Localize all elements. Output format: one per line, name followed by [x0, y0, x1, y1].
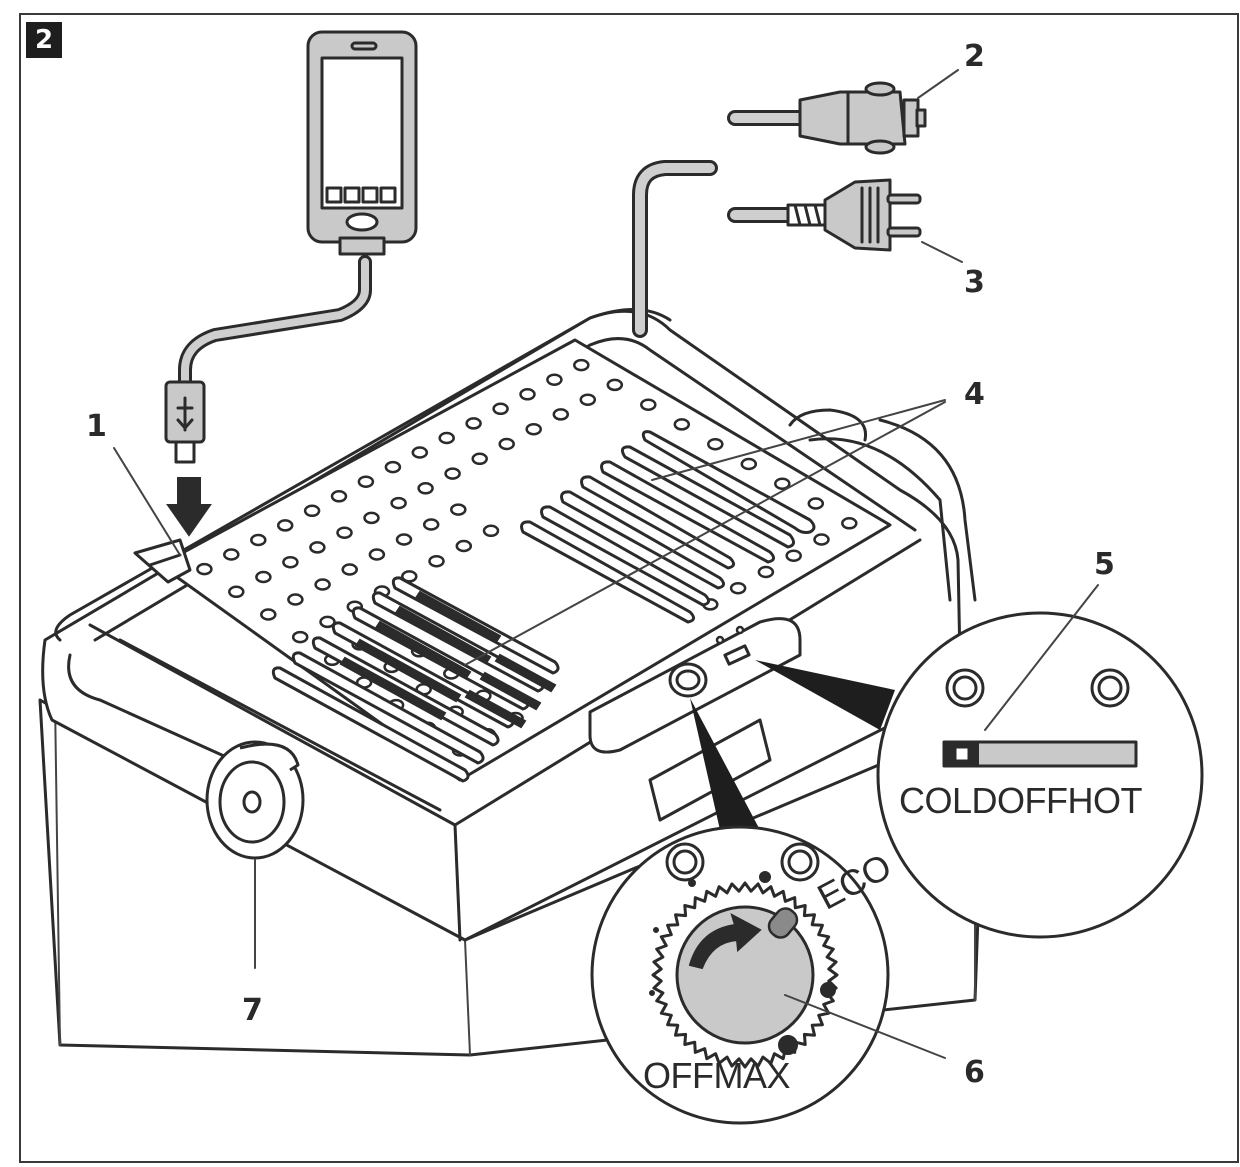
switch-zoom-circle [876, 611, 1204, 939]
lid-vent-hole [276, 519, 294, 532]
lid-vent-hole [492, 402, 509, 416]
lid-vent-hole [546, 373, 563, 386]
lid-vent-hole [455, 539, 473, 553]
dial-zoom-circle [590, 825, 890, 1125]
switch-label-cold: COLD [899, 780, 998, 821]
lid-vent-hole [740, 457, 758, 471]
dc-plug [727, 81, 927, 155]
carry-handle [54, 308, 977, 772]
lid-vent-hole [303, 504, 321, 518]
dial-label-max: MAX [713, 1055, 790, 1096]
lid-vent-hole [255, 570, 272, 584]
figure-number-badge: 2 [26, 22, 62, 58]
lid-vent-hole [260, 608, 277, 621]
lid-vent-hole [444, 467, 461, 480]
lid-vent-hole [291, 630, 309, 644]
usb-socket [133, 538, 192, 584]
smartphone [306, 30, 418, 256]
lid-vent-hole [807, 497, 825, 510]
lid-vent-hole [417, 482, 434, 495]
lid-vent-hole [228, 585, 245, 599]
dial-label-row: OFFMAX [643, 1058, 790, 1094]
lid-vent-hole [341, 563, 358, 576]
lid-vent-hole [223, 548, 240, 561]
lid-vent-hole [336, 526, 353, 539]
ac-plug [727, 178, 922, 252]
switch-label-row: COLDOFFHOT [899, 780, 1143, 821]
lid-vent-hole [309, 541, 326, 554]
lid-vent-hole [319, 615, 336, 629]
power-cord [632, 160, 718, 338]
lid-vent-hole [465, 417, 482, 430]
lid-vent-hole [395, 533, 413, 546]
dial-label-off: OFF [643, 1055, 714, 1096]
lid-vent-hole [707, 437, 724, 451]
vent-slats-left [271, 576, 560, 783]
lid-vent-hole [552, 408, 570, 421]
lid-vent-hole [330, 490, 348, 503]
callout-1: 1 [86, 409, 107, 444]
lid-vent-hole [428, 554, 445, 568]
lid-vent-hole [573, 358, 590, 372]
lid-vent-hole [482, 524, 500, 538]
callout-7: 7 [242, 993, 263, 1028]
callout-4: 4 [964, 377, 985, 412]
lid-vent-hole [785, 549, 802, 562]
lid-vent-hole [384, 460, 402, 474]
lid-vent-hole [579, 393, 597, 406]
usb-cable [164, 255, 372, 464]
lid-vent-hole [363, 511, 380, 525]
figure-frame [19, 13, 1239, 1163]
switch-zoom-wedge [755, 660, 895, 730]
lid-vent-hole [438, 431, 455, 445]
lid-hinge-knob [205, 740, 305, 860]
callout-5: 5 [1094, 547, 1115, 582]
insert-arrow [166, 477, 212, 537]
lid-vent-hole [519, 388, 536, 401]
lid-vent-hole [250, 533, 267, 547]
lid-vent-hole [640, 398, 657, 411]
lid-vent-hole [525, 422, 542, 436]
lid-vent-hole [606, 378, 624, 392]
lid-vent-hole [774, 477, 791, 490]
lid-vent-hole [673, 418, 691, 431]
callout-3: 3 [964, 265, 985, 300]
lid-vent-hole [357, 475, 375, 488]
lid-vent-hole [287, 593, 304, 606]
lid-vent-hole [450, 503, 467, 516]
lid-vent-hole [196, 562, 213, 576]
lid-vent-hole [757, 565, 775, 579]
lid-vent-hole [314, 578, 331, 591]
lid-vent-hole [282, 555, 299, 569]
lid-top-panel [158, 338, 892, 783]
leader-lines [113, 69, 1099, 1059]
dial-zoom-wedge [690, 698, 760, 830]
lid-vent-hole [813, 533, 830, 546]
callout-2: 2 [964, 39, 985, 74]
vent-slats-right [520, 430, 816, 624]
lid-vent-hole [498, 437, 515, 451]
switch-label-off: OFF [997, 780, 1068, 821]
lid-vent-hole [368, 548, 386, 561]
lid-vent-hole [471, 452, 488, 466]
switch-label-hot: HOT [1067, 780, 1143, 821]
lid-vent-hole [390, 496, 407, 510]
callout-6: 6 [964, 1055, 985, 1090]
lid-vent-hole [841, 517, 858, 530]
lid-vent-hole [411, 446, 429, 459]
lid-vent-hole [422, 518, 440, 531]
lid-vent-hole [729, 581, 747, 595]
